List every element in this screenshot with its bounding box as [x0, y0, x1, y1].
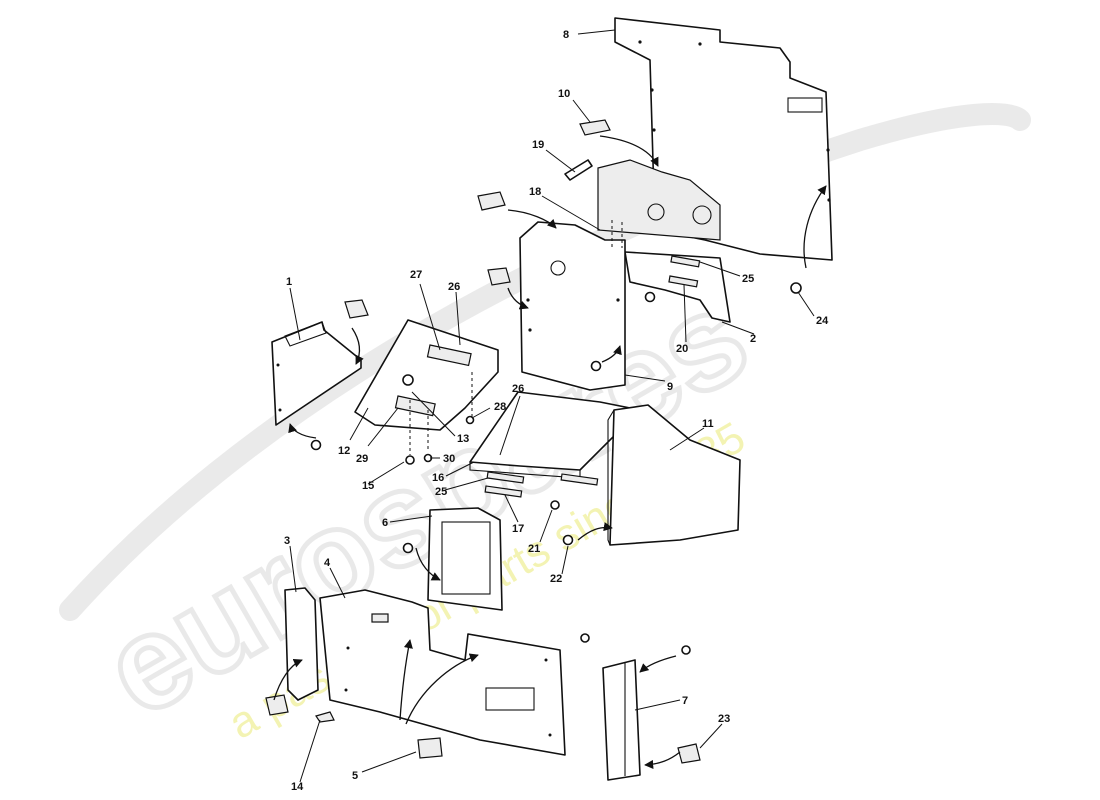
clip-icon [477, 191, 506, 211]
clip-5-icon [417, 737, 443, 759]
callout-7: 7 [682, 695, 688, 707]
part-3-vertical-strip [284, 587, 319, 701]
callout-6: 6 [382, 517, 388, 529]
screw-icon [590, 360, 602, 372]
callout-28: 28 [494, 401, 506, 413]
watermark-swoosh [59, 103, 1031, 621]
callout-21: 21 [528, 543, 540, 555]
callout-12: 12 [338, 445, 350, 457]
part-4-lower-panel [319, 589, 566, 756]
callout-25: 25 [435, 486, 447, 498]
callout-8: 8 [563, 29, 569, 41]
callout-9: 9 [667, 381, 673, 393]
strip-25-icon [670, 255, 701, 268]
part-9-bulkhead-panel [519, 221, 626, 391]
clip-14-icon [315, 711, 335, 723]
callout-3: 3 [284, 535, 290, 547]
clip-icon [344, 299, 369, 319]
callout-20: 20 [676, 343, 688, 355]
clip-23-icon [677, 743, 701, 764]
screw-28-icon [465, 415, 475, 425]
screw-icon [402, 542, 414, 554]
callout-11: 11 [702, 418, 714, 430]
callout-24: 24 [816, 315, 829, 327]
part-6-frame-bracket [427, 507, 503, 611]
callout-5: 5 [352, 770, 358, 782]
callout-2: 2 [750, 333, 756, 345]
screw-icon [644, 291, 656, 303]
screw-icon [402, 374, 414, 386]
screw-icon [681, 645, 691, 655]
part-1-side-plate [271, 321, 362, 426]
screw-22-icon [562, 534, 574, 546]
clip-icon [265, 694, 289, 716]
screw-icon [405, 455, 415, 465]
clip-10-icon [579, 119, 611, 136]
part-26-tunnel-cover [354, 319, 499, 431]
leader-lines [289, 29, 815, 783]
callout-23: 23 [718, 713, 730, 725]
callout-labels: 8 10 19 18 25 2 20 24 9 11 1 27 26 26 28… [284, 29, 829, 793]
callout-29: 29 [356, 453, 368, 465]
callout-19: 19 [532, 139, 544, 151]
screw-24-icon [790, 282, 802, 294]
strip-17-icon [484, 485, 523, 498]
part-11-side-trim [607, 404, 741, 546]
callout-14: 14 [291, 781, 304, 793]
clip-icon [487, 267, 511, 286]
callout-1: 1 [286, 276, 292, 288]
rivet-19-icon [564, 159, 593, 181]
screw-icon [310, 439, 322, 451]
assembly-arrows [273, 135, 827, 769]
callout-30: 30 [443, 453, 455, 465]
callout-22: 22 [550, 573, 562, 585]
callout-15: 15 [362, 480, 374, 492]
callout-17: 17 [512, 523, 524, 535]
strip-25-icon [486, 471, 525, 484]
callout-27: 27 [410, 269, 422, 281]
callout-4: 4 [324, 557, 331, 569]
callout-18: 18 [529, 186, 541, 198]
strip-20-icon [668, 275, 699, 288]
part-2-mid-panel [597, 159, 731, 323]
strip-icon [560, 473, 599, 486]
fasteners [265, 119, 802, 764]
callout-26: 26 [512, 383, 524, 395]
callout-25: 25 [742, 273, 754, 285]
part-7-vertical-bar [602, 659, 641, 781]
callout-16: 16 [432, 472, 444, 484]
screw-21-icon [550, 500, 560, 510]
callout-13: 13 [457, 433, 469, 445]
callout-10: 10 [558, 88, 570, 100]
screw-icon [580, 633, 590, 643]
callout-26: 26 [448, 281, 460, 293]
